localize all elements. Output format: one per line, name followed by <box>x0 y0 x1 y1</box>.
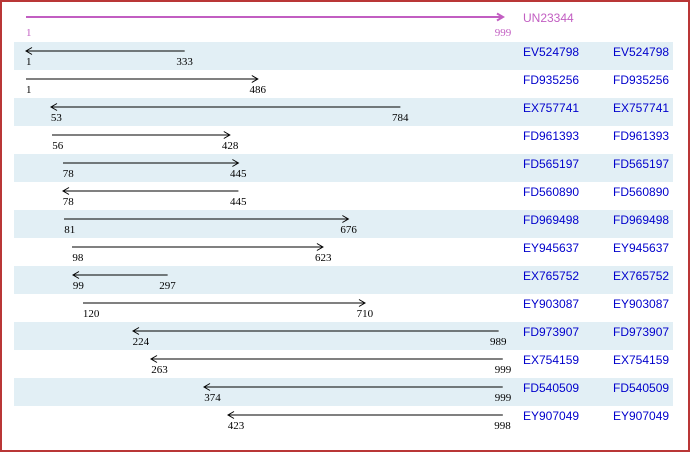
alignment-row: 53 784 EX757741 EX757741 <box>2 98 688 126</box>
alignment-start-coord: 56 <box>52 140 64 152</box>
alignment-end-coord: 710 <box>356 308 374 320</box>
alignment-id-link-secondary[interactable]: FD935256 <box>613 73 670 87</box>
alignment-row: 56 428 FD961393 FD961393 <box>2 126 688 154</box>
alignment-id-link-secondary[interactable]: EV524798 <box>613 45 670 59</box>
row-stripe <box>14 98 673 126</box>
alignment-end-coord: 297 <box>159 280 176 292</box>
alignment-arrow-icon <box>52 131 232 139</box>
alignment-arrow-icon <box>82 299 366 307</box>
alignment-id-link[interactable]: FD973907 <box>523 325 580 339</box>
alignment-id-link[interactable]: FD935256 <box>523 73 580 87</box>
alignment-start-coord: 78 <box>62 168 74 180</box>
alignment-row: 99 297 EX765752 EX765752 <box>2 266 688 294</box>
alignment-arrow-icon <box>226 411 503 419</box>
alignment-arrow-icon <box>150 355 503 363</box>
alignment-id-link[interactable]: EX765752 <box>523 269 580 283</box>
alignment-id-link-secondary[interactable]: FD540509 <box>613 381 670 395</box>
alignment-end-coord: 999 <box>494 392 512 404</box>
alignment-id-link-secondary[interactable]: FD969498 <box>613 213 670 227</box>
alignment-row: 374 999 FD540509 FD540509 <box>2 378 688 406</box>
alignment-id-link[interactable]: FD540509 <box>523 381 580 395</box>
row-stripe <box>14 154 673 182</box>
alignment-id-link-secondary[interactable]: FD973907 <box>613 325 670 339</box>
alignment-arrow-icon <box>72 243 325 251</box>
alignment-id-link[interactable]: FD961393 <box>523 129 580 143</box>
alignment-end-coord: 784 <box>391 112 409 124</box>
alignment-end-coord: 623 <box>315 252 332 264</box>
alignment-start-coord: 1 <box>26 56 32 68</box>
alignment-id-link[interactable]: EY907049 <box>523 409 580 423</box>
alignment-arrow-icon <box>49 103 401 111</box>
alignment-start-coord: 423 <box>227 420 245 432</box>
alignment-id-link[interactable]: FD560890 <box>523 185 580 199</box>
alignment-end-coord: 445 <box>229 196 247 208</box>
alignment-arrow-icon <box>62 159 240 167</box>
alignment-id-link-secondary[interactable]: EY907049 <box>613 409 670 423</box>
alignment-id-link-secondary[interactable]: EY945637 <box>613 241 670 255</box>
reference-arrow-icon <box>26 12 505 22</box>
row-stripe <box>14 266 673 294</box>
alignment-start-coord: 263 <box>151 364 168 376</box>
alignment-end-coord: 998 <box>494 420 511 432</box>
alignment-start-coord: 53 <box>50 112 62 124</box>
alignment-row: 81 676 FD969498 FD969498 <box>2 210 688 238</box>
alignment-row: 78 445 FD560890 FD560890 <box>2 182 688 210</box>
alignment-end-coord: 486 <box>249 84 267 96</box>
alignment-row: 1 486 FD935256 FD935256 <box>2 70 688 98</box>
alignment-row: 120 710 EY903087 EY903087 <box>2 294 688 322</box>
alignment-id-link-secondary[interactable]: FD560890 <box>613 185 670 199</box>
alignment-arrow-icon <box>26 75 259 83</box>
alignment-id-link[interactable]: EX757741 <box>523 101 580 115</box>
alignment-id-link-secondary[interactable]: EX757741 <box>613 101 670 115</box>
alignment-row: 1 333 EV524798 EV524798 <box>2 42 688 70</box>
alignment-start-coord: 120 <box>82 308 100 320</box>
alignment-row: 98 623 EY945637 EY945637 <box>2 238 688 266</box>
alignment-id-link[interactable]: FD565197 <box>523 157 580 171</box>
alignment-id-link-secondary[interactable]: FD565197 <box>613 157 670 171</box>
alignment-end-coord: 333 <box>176 56 193 68</box>
row-stripe <box>14 322 673 350</box>
alignment-id-link-secondary[interactable]: EX765752 <box>613 269 670 283</box>
alignment-start-coord: 374 <box>204 392 221 404</box>
alignment-end-coord: 445 <box>229 168 247 180</box>
alignment-start-coord: 99 <box>72 280 84 292</box>
alignment-start-coord: 224 <box>132 336 150 348</box>
alignment-start-coord: 1 <box>26 84 32 96</box>
row-stripe <box>14 42 673 70</box>
reference-row: 1 999 UN23344 <box>2 2 688 42</box>
alignment-id-link[interactable]: EY903087 <box>523 297 580 311</box>
alignment-row: 263 999 EX754159 EX754159 <box>2 350 688 378</box>
alignment-id-link-secondary[interactable]: EX754159 <box>613 353 670 367</box>
alignment-start-coord: 98 <box>72 252 84 264</box>
alignment-arrow-icon <box>64 215 350 223</box>
alignment-row: 423 998 EY907049 EY907049 <box>2 406 688 434</box>
alignment-row: 224 989 FD973907 FD973907 <box>2 322 688 350</box>
alignment-arrow-icon <box>71 271 168 279</box>
alignment-end-coord: 999 <box>494 364 512 376</box>
alignment-id-link[interactable]: EY945637 <box>523 241 580 255</box>
alignment-id-link[interactable]: EX754159 <box>523 353 580 367</box>
alignment-end-coord: 989 <box>489 336 507 348</box>
alignment-arrow-icon <box>61 187 239 195</box>
alignment-id-link-secondary[interactable]: FD961393 <box>613 129 670 143</box>
row-stripe <box>14 210 673 238</box>
alignment-arrow-icon <box>203 383 503 391</box>
alignment-id-link[interactable]: EV524798 <box>523 45 580 59</box>
alignment-arrow-icon <box>131 327 499 335</box>
alignment-end-coord: 428 <box>221 140 239 152</box>
alignment-start-coord: 78 <box>62 196 74 208</box>
alignment-end-coord: 676 <box>340 224 357 236</box>
alignment-id-link-secondary[interactable]: EY903087 <box>613 297 670 311</box>
reference-end-coord: 999 <box>494 27 512 39</box>
reference-id-label: UN23344 <box>523 11 574 25</box>
alignment-arrow-icon <box>25 47 185 55</box>
alignment-start-coord: 81 <box>64 224 76 236</box>
row-stripe <box>14 378 673 406</box>
alignment-id-link[interactable]: FD969498 <box>523 213 580 227</box>
alignment-row: 78 445 FD565197 FD565197 <box>2 154 688 182</box>
reference-start-coord: 1 <box>26 27 32 39</box>
